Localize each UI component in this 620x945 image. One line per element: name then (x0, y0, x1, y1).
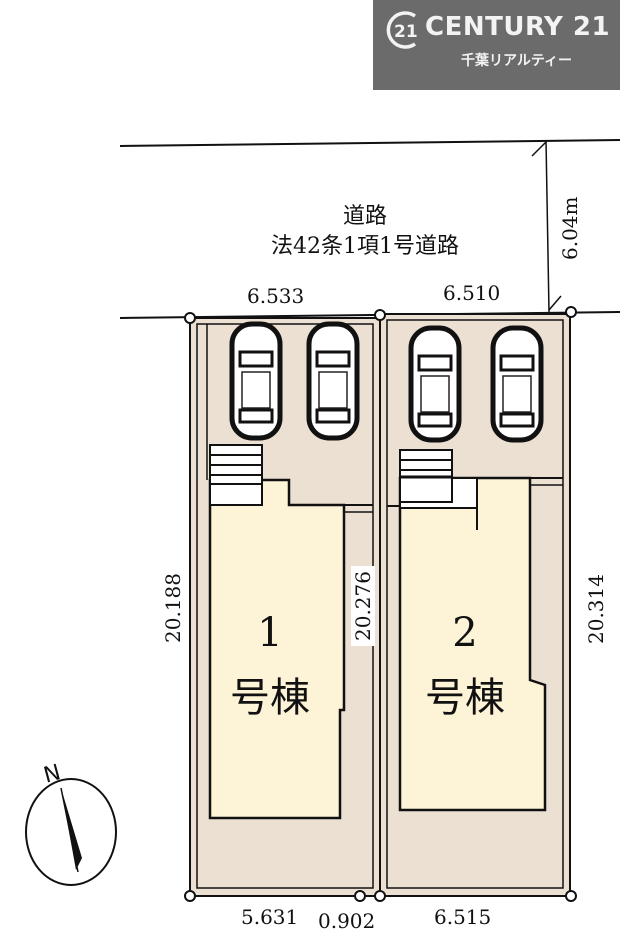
c21-logo-mark-icon: 21 (386, 11, 418, 49)
car-icon (408, 325, 462, 443)
road-width-dim-line (545, 139, 550, 313)
car-icon (306, 321, 360, 441)
building-1-label: 号棟 (230, 675, 310, 721)
middle-side-depth: 20.276 (351, 566, 375, 646)
rear-width-lot-1: 5.631 (241, 905, 299, 929)
car-icon (490, 325, 544, 443)
rear-width-lot-2: 6.515 (434, 905, 492, 929)
road-far-edge (119, 139, 620, 147)
rear-gap-width: 0.902 (318, 909, 376, 933)
building-1-footprint (208, 478, 346, 820)
right-side-depth: 20.314 (584, 574, 608, 644)
front-width-lot-2: 6.510 (443, 281, 501, 305)
building-2-number: 2 (452, 610, 478, 656)
road-name: 道路 (342, 204, 387, 229)
brand-subtitle: 千葉リアルティー (460, 53, 573, 69)
century21-logo: 21 CENTURY 21 千葉リアルティー (373, 0, 620, 90)
svg-text:21: 21 (394, 22, 418, 42)
building-1-number: 1 (257, 610, 283, 656)
boundary-marker-icons (184, 306, 577, 902)
building-2-label: 号棟 (425, 675, 505, 721)
car-icon (229, 321, 283, 441)
road-width-dimension: 6.04m (558, 196, 582, 261)
north-compass-icon (25, 778, 117, 886)
front-width-lot-1: 6.533 (247, 284, 305, 308)
left-side-depth: 20.188 (161, 573, 185, 643)
brand-name: CENTURY 21 (425, 12, 611, 42)
road-classification: 法42条1項1号道路 (271, 234, 459, 259)
